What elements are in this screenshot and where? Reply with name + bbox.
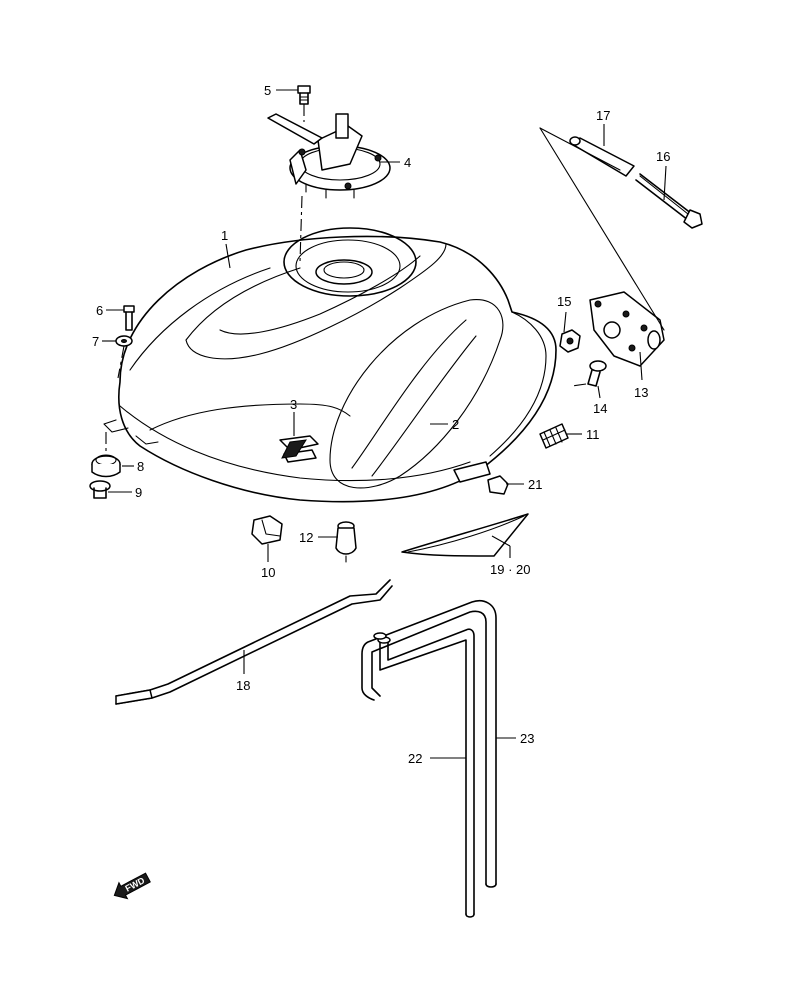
part-9-collar: [89, 480, 111, 499]
callout-1: 1: [221, 228, 228, 243]
part-14-bolt: [571, 360, 607, 387]
callout-23: 23: [520, 731, 534, 746]
part-6-screw: [123, 305, 135, 331]
callout-13: 13: [634, 385, 648, 400]
forward-arrow-icon: FWD: [113, 872, 151, 900]
part-10-cushion: [251, 515, 283, 545]
callout-8: 8: [137, 459, 144, 474]
part-21-cushion: [487, 475, 509, 495]
part-13-bracket: [589, 291, 665, 367]
part-7-washer: [115, 335, 133, 347]
part-22-hose: [377, 628, 475, 918]
callout-16: 16: [656, 149, 670, 164]
part-12-valve: [335, 521, 357, 563]
callout-labels: 5 4 1 6 7 3 2 8 9 10 12 11 21 15 14 13 1…: [92, 83, 670, 766]
part-11-mesh-pad: [539, 423, 569, 449]
callout-7: 7: [92, 334, 99, 349]
callout-18: 18: [236, 678, 250, 693]
part-19-20-decal: [401, 513, 529, 557]
callout-5: 5: [264, 83, 271, 98]
part-8-grommet: [91, 454, 121, 478]
callout-2: 2: [452, 417, 459, 432]
callout-22: 22: [408, 751, 422, 766]
callout-4: 4: [404, 155, 411, 170]
part-4-fuel-cap: [267, 113, 391, 199]
part-3-emblem: [279, 435, 319, 463]
leader-lines: [102, 89, 667, 759]
callout-14: 14: [593, 401, 607, 416]
part-23-hose: [361, 600, 497, 888]
part-16-long-bolt: [635, 173, 703, 229]
callout-15: 15: [557, 294, 571, 309]
callout-3: 3: [290, 397, 297, 412]
part-1-fuel-tank: [103, 227, 557, 503]
callout-10: 10: [261, 565, 275, 580]
callout-19-20: 19 · 20: [490, 562, 530, 577]
part-17-spacer: [569, 136, 635, 177]
callout-9: 9: [135, 485, 142, 500]
callout-21: 21: [528, 477, 542, 492]
callout-17: 17: [596, 108, 610, 123]
part-18-drain-hose: [115, 579, 393, 705]
callout-6: 6: [96, 303, 103, 318]
callout-11: 11: [586, 427, 600, 442]
callout-12: 12: [299, 530, 313, 545]
part-15-nut: [559, 329, 581, 353]
part-5-bolt: [297, 85, 311, 105]
